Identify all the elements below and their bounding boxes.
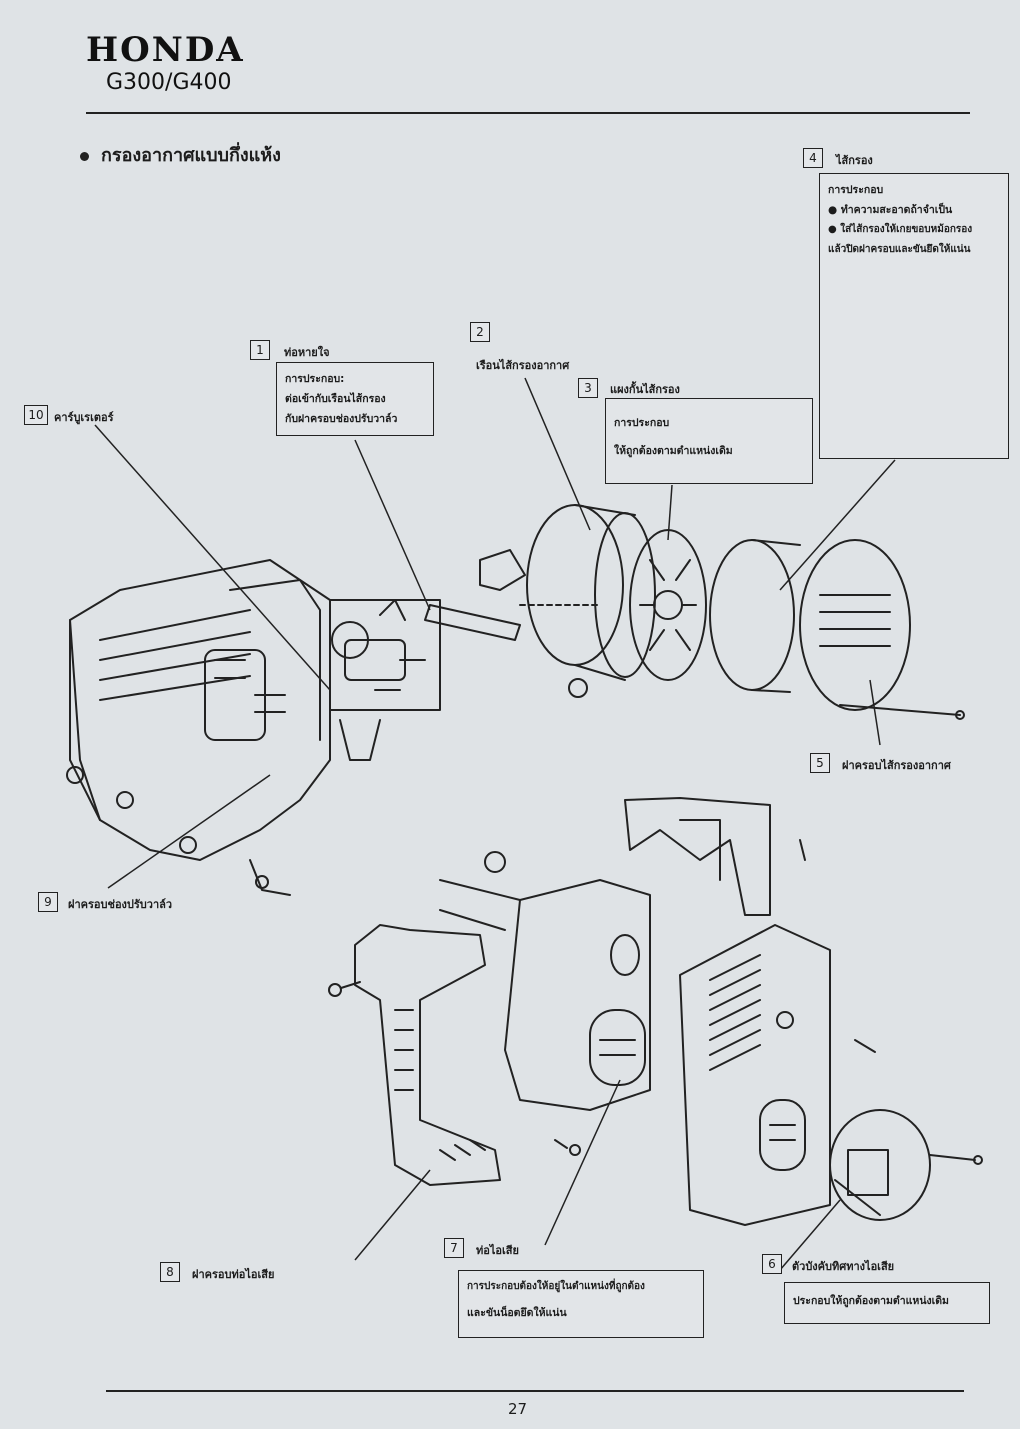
breather-tube-drawing xyxy=(424,604,521,641)
element-guide-drawing xyxy=(629,529,707,681)
nut-drawing xyxy=(484,851,506,873)
callout-number-5: 5 xyxy=(810,753,830,773)
note-line: ต่อเข้ากับเรือนไส้กรอง xyxy=(285,393,386,405)
leader-lines xyxy=(94,377,896,1271)
section-title: กรองอากาศแบบกึ่งแห้ง xyxy=(80,140,281,169)
callout-number-7: 7 xyxy=(444,1238,464,1258)
callout-number-2: 2 xyxy=(470,322,490,342)
air-cleaner-cover-drawing xyxy=(799,539,965,720)
muffler-protector-drawing xyxy=(624,797,771,916)
note-filter-element: การประกอบ ● ทำความสะอาดถ้าจำเป็น ● ใส่ไส… xyxy=(819,173,1009,459)
callout-number-4: 4 xyxy=(803,148,823,168)
muffler-shield-drawing xyxy=(679,924,876,1226)
note-element-guide: การประกอบ ให้ถูกต้องตามตำแหน่งเดิม xyxy=(605,398,813,484)
callout-number-3: 3 xyxy=(578,378,598,398)
note-breather-tube: การประกอบ: ต่อเข้ากับเรือนไส้กรอง กับฝาค… xyxy=(276,362,434,436)
section-title-text: กรองอากาศแบบกึ่งแห้ง xyxy=(101,145,281,166)
callout-label-4: ไส้กรอง xyxy=(836,154,873,167)
muffler-drawing xyxy=(439,879,651,1156)
page-number: 27 xyxy=(508,1400,528,1418)
model-name: G300/G400 xyxy=(106,70,232,95)
exhaust-deflector-drawing xyxy=(829,1109,983,1221)
exhaust-pipe-protector-drawing xyxy=(328,924,501,1186)
carburetor-drawing xyxy=(329,599,441,761)
callout-label-1: ท่อหายใจ xyxy=(284,346,330,359)
callout-label-7: ท่อไอเสีย xyxy=(476,1244,519,1257)
bullet-icon xyxy=(80,151,89,161)
note-line: ● ใส่ไส้กรองให้เกยขอบหม้อกรอง xyxy=(828,224,973,235)
callout-label-10: คาร์บูเรเตอร์ xyxy=(54,411,114,424)
callout-label-3: แผงกั้นไส้กรอง xyxy=(610,383,680,396)
filter-element-drawing xyxy=(709,539,801,693)
callout-number-6: 6 xyxy=(762,1254,782,1274)
engine-block-drawing xyxy=(66,559,331,896)
callout-number-1: 1 xyxy=(250,340,270,360)
note-line: ประกอบให้ถูกต้องตามตำแหน่งเดิม xyxy=(793,1295,949,1307)
callout-label-2: เรือนไส้กรองอากาศ xyxy=(476,359,570,372)
note-line: ให้ถูกต้องตามตำแหน่งเดิม xyxy=(614,445,733,457)
callout-label-8: ฝาครอบท่อไอเสีย xyxy=(192,1268,275,1281)
note-muffler: การประกอบต้องให้อยู่ในตำแหน่งที่ถูกต้อง … xyxy=(458,1270,704,1338)
note-exhaust-deflector: ประกอบให้ถูกต้องตามตำแหน่งเดิม xyxy=(784,1282,990,1324)
note-line: การประกอบต้องให้อยู่ในตำแหน่งที่ถูกต้อง xyxy=(467,1281,645,1292)
note-line: การประกอบ: xyxy=(285,373,345,385)
note-line: และขันน็อตยึดให้แน่น xyxy=(467,1307,567,1319)
header-rule xyxy=(86,112,970,114)
note-line: แล้วปิดฝาครอบและขันยึดให้แน่น xyxy=(828,244,971,255)
callout-label-9: ฝาครอบช่องปรับวาล์ว xyxy=(68,898,173,911)
brand-logo: HONDA xyxy=(86,30,245,70)
callout-label-6: ตัวบังคับทิศทางไอเสีย xyxy=(792,1260,895,1273)
footer-rule xyxy=(106,1390,964,1392)
note-line: ● ทำความสะอาดถ้าจำเป็น xyxy=(828,204,953,216)
note-line: กับฝาครอบช่องปรับวาล์ว xyxy=(285,413,398,425)
callout-number-9: 9 xyxy=(38,892,58,912)
callout-number-10: 10 xyxy=(24,405,48,425)
callout-label-5: ฝาครอบไส้กรองอากาศ xyxy=(842,759,951,772)
air-cleaner-case-drawing xyxy=(479,504,656,698)
note-line: การประกอบ xyxy=(614,417,670,429)
callout-number-8: 8 xyxy=(160,1262,180,1282)
note-line: การประกอบ xyxy=(828,184,884,196)
